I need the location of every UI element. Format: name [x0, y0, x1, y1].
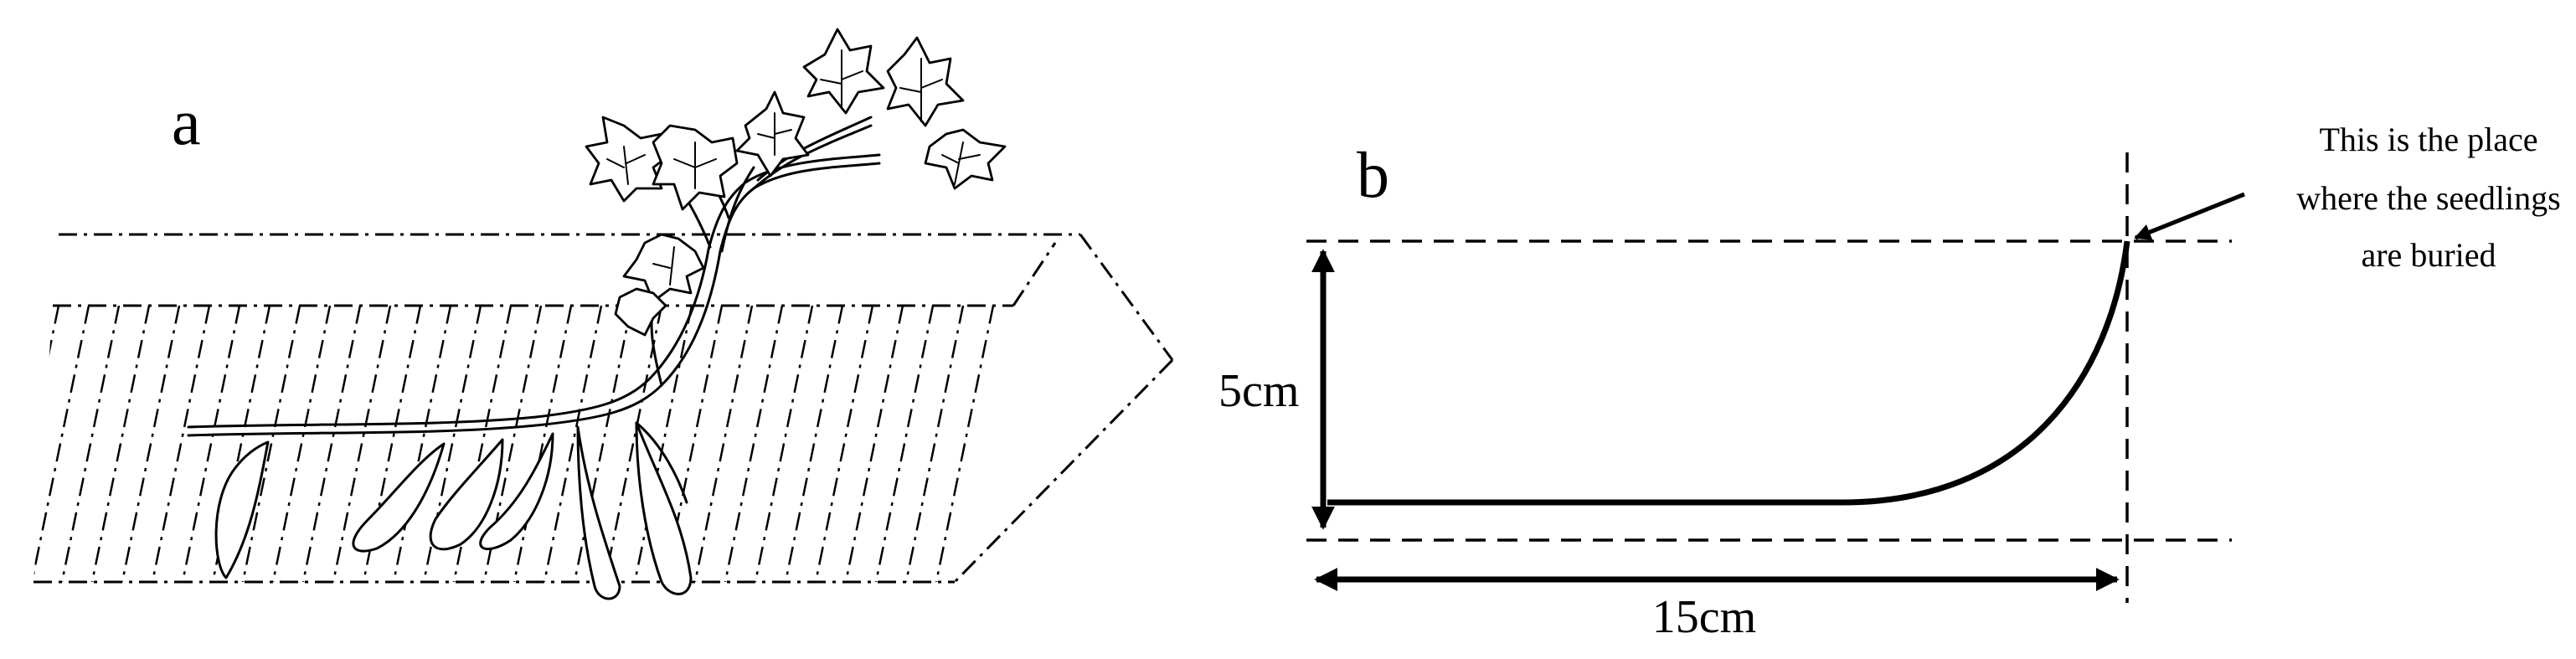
soil-hatch-line [904, 306, 965, 582]
tuber-2 [352, 442, 446, 553]
soil-hatch-line [543, 306, 603, 582]
soil-hatch-line [603, 306, 663, 582]
reference-lines [1306, 152, 2232, 603]
soil-hatch-line [241, 306, 301, 582]
soil-hatch-line [995, 306, 1013, 582]
leaf-veins [606, 49, 981, 286]
soil-hatch-line [1057, 306, 1114, 582]
panel-b: b 5cm 15cm This is the place where the s… [1218, 121, 2561, 643]
leaves [585, 28, 1007, 337]
annotation-line-2: where the seedlings [2296, 179, 2560, 217]
width-label: 15cm [1652, 591, 1756, 643]
tuber-5 [576, 425, 621, 600]
soil-hatch-line [60, 306, 121, 582]
tubers [214, 421, 693, 600]
tuber-4 [479, 432, 554, 551]
leaf [614, 287, 667, 337]
soil-hatch-line [121, 306, 181, 582]
leaf [735, 90, 810, 178]
soil-hatching [33, 306, 1114, 582]
soil-hatch-line [754, 306, 814, 582]
soil-hatch-line [301, 306, 362, 582]
soil-hatch-line [181, 306, 241, 582]
annotation-line-1: This is the place [2319, 121, 2537, 158]
leaf [585, 116, 672, 203]
sweet-potato-plant [187, 28, 1007, 600]
height-label: 5cm [1218, 365, 1299, 417]
soil-hatch-line [151, 306, 211, 582]
soil-hatch-line [784, 306, 844, 582]
annotation-text: This is the place where the seedlings ar… [2296, 121, 2560, 274]
tuber-3 [429, 438, 504, 551]
leaf [622, 233, 705, 303]
tuber-1 [214, 440, 270, 579]
soil-hatch-line [874, 306, 935, 582]
annotation-line-3: are buried [2361, 236, 2496, 274]
panel-a-label: a [172, 85, 201, 158]
soil-hatch-line [33, 306, 90, 582]
soil-hatch-line [482, 306, 543, 582]
leaf [886, 36, 965, 127]
trench-profile [1327, 240, 2130, 506]
soil-hatch-line [513, 306, 573, 582]
soil-hatch-line [392, 306, 452, 582]
soil-hatch-line [90, 306, 151, 582]
soil-hatch-line [452, 306, 513, 582]
leaf [802, 28, 885, 115]
soil-hatch-line [211, 306, 271, 582]
soil-hatch-line [33, 306, 60, 582]
soil-hatch-line [935, 306, 995, 582]
leaf [924, 128, 1007, 190]
soil-hatch-line [724, 306, 784, 582]
soil-hatch-line [271, 306, 332, 582]
soil-hatch-line [633, 306, 693, 582]
annotation-pointer-arrow [2134, 192, 2245, 240]
soil-block-outline [33, 233, 1174, 584]
soil-hatch-line [422, 306, 482, 582]
soil-hatch-line [573, 306, 633, 582]
panel-a: a [33, 28, 1174, 600]
soil-hatch-line [844, 306, 904, 582]
soil-hatch-line [693, 306, 754, 582]
soil-hatch-line [663, 306, 724, 582]
soil-hatch-line [362, 306, 422, 582]
soil-hatch-line [814, 306, 874, 582]
soil-hatch-line [1027, 306, 1084, 582]
tuber-6 [635, 421, 693, 595]
soil-hatch-line [332, 306, 392, 582]
panel-b-label: b [1357, 138, 1389, 211]
